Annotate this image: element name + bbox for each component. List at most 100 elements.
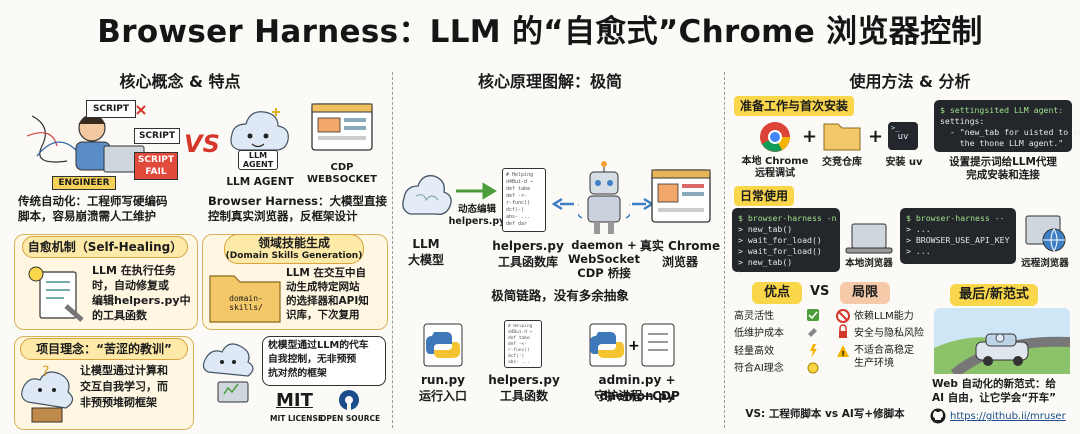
file-admin-name: admin.py + daemon.py bbox=[598, 373, 676, 403]
local-term-line-4: > wait_for_load() bbox=[738, 246, 822, 257]
settings-line-4: the thone LLM agent." bbox=[940, 138, 1064, 149]
llm-agent-tag: LLM AGENT bbox=[238, 150, 278, 170]
harness-description-text: Browser Harness：大模型直接 控制真实浏览器，反框架设计 bbox=[208, 194, 388, 223]
folder-icon bbox=[208, 268, 282, 324]
thinking-cloud-icon: ? bbox=[18, 362, 78, 426]
uv-prompt-glyph: >_ bbox=[891, 124, 900, 132]
settings-line-2: settings: bbox=[940, 116, 985, 127]
pros-title: 优点 bbox=[752, 282, 802, 304]
arrow-right-icon bbox=[454, 182, 500, 200]
pro-item-1: 高灵活性 bbox=[734, 311, 774, 322]
daemon-robot-icon bbox=[575, 160, 633, 240]
file-admin-desc: 守护进程+CDP bbox=[594, 389, 680, 403]
lesson-title: 项目理念：“苦涩的教训” bbox=[20, 338, 188, 360]
daily-use-title: 日常使用 bbox=[734, 186, 795, 206]
local-terminal: $ browser-harness -n> new_tab()> wait_fo… bbox=[732, 208, 840, 278]
minimal-chain-text: 极简链路，没有多余抽象 bbox=[491, 288, 629, 303]
mit-license-label: MIT LICENSE bbox=[270, 414, 323, 423]
local-term-line-2: > new_tab() bbox=[738, 224, 793, 235]
llm-label: LLM 大模型 bbox=[407, 237, 444, 267]
domain-skills-title-en: (Domain Skills Generation) bbox=[225, 251, 363, 261]
divider-right bbox=[724, 72, 725, 428]
plus-sign-1: + bbox=[802, 126, 818, 147]
vs-mark: VS bbox=[184, 130, 220, 158]
con-item-3: 不适合高稳定 生产环境 bbox=[854, 345, 914, 369]
helpers-small-code: # Helping d4Bui-d ← def tabe def -<- r-f… bbox=[508, 324, 533, 364]
page-title: Browser Harness：LLM 的“自愈式”Chrome 浏览器控制 bbox=[97, 14, 983, 50]
settings-line-1: $ settingsited LLM agent: bbox=[940, 105, 1064, 115]
cons-icons: ! bbox=[836, 309, 850, 361]
remote-browser-label: 远程浏览器 bbox=[1021, 258, 1069, 269]
local-browser-label: 本地浏览器 bbox=[845, 258, 893, 269]
local-chrome-label: 本地 Chrome 远程调试 bbox=[741, 156, 809, 179]
uv-terminal-icon: >_ uv bbox=[888, 122, 918, 150]
divider-left bbox=[392, 72, 393, 428]
uv-logo-text: uv bbox=[897, 132, 909, 142]
svg-text:?: ? bbox=[42, 364, 49, 380]
remote-term-line-3: > BROWSER_USE_API_KEY bbox=[906, 235, 1010, 246]
llm-brain-cloud-icon bbox=[400, 170, 452, 226]
remote-term-line-4: > ... bbox=[906, 246, 931, 257]
pros-icons bbox=[806, 308, 820, 376]
pro-item-4: 符合AI理念 bbox=[734, 363, 784, 374]
edit-helpers-label: 动态编辑 helpers.py bbox=[448, 204, 506, 227]
speech-bubble bbox=[262, 336, 386, 386]
script-paper-2: SCRIPT bbox=[134, 128, 180, 144]
helpers-file-small-icon bbox=[504, 320, 542, 368]
repo-folder-icon bbox=[822, 120, 862, 152]
chrome-logo-icon bbox=[758, 120, 792, 154]
prep-title: 准备工作与首次安装 bbox=[734, 96, 855, 116]
remote-terminal: $ browser-harness -- > ...> BROWSER_USE_A… bbox=[900, 208, 1016, 264]
helpers-file-icon bbox=[502, 168, 546, 232]
svg-text:+: + bbox=[628, 338, 640, 354]
self-healing-title: 自愈机制（Self-Healing） bbox=[22, 236, 188, 258]
col1-heading: 核心概念 & 特点 bbox=[119, 72, 241, 91]
chrome-window-icon bbox=[650, 168, 712, 226]
install-uv-label: 安装 uv bbox=[885, 157, 923, 168]
paradigm-title: 最后/新范式 bbox=[950, 284, 1038, 306]
svg-text:!: ! bbox=[842, 350, 845, 358]
script-fail-label: SCRIPT FAIL bbox=[134, 152, 178, 180]
laptop-cloud-icon bbox=[200, 338, 260, 408]
file-helpers-name: helpers.py bbox=[488, 373, 560, 387]
paradigm-text: Web 自动化的新范式：给 AI 自由，让它学会“开车” bbox=[932, 378, 1057, 404]
col2-heading: 核心原理图解：极简 bbox=[477, 72, 622, 91]
arrow-left-blue-icon bbox=[551, 196, 576, 211]
llm-agent-label: LLM AGENT bbox=[226, 176, 294, 188]
local-term-line-3: > wait_for_load() bbox=[738, 235, 822, 246]
local-term-line-6: > ... bbox=[738, 268, 763, 279]
settings-terminal: $ settingsited LLM agent:settings: - "ne… bbox=[934, 100, 1080, 152]
github-link[interactable]: https://github.ii/mruser bbox=[950, 411, 1066, 422]
llm-agent-cloud-icon bbox=[228, 104, 290, 176]
con-item-2: 安全与隐私风险 bbox=[854, 328, 924, 339]
plus-sign-2: + bbox=[868, 126, 884, 147]
helpers-code-snippet: # Helping d4Bui-d ← def tabe def -<- r-f… bbox=[506, 172, 534, 227]
browser-window-icon bbox=[310, 102, 374, 154]
wrench-document-icon bbox=[20, 262, 90, 326]
pros-cons-vs: VS bbox=[810, 284, 830, 299]
pro-item-2: 低维护成本 bbox=[734, 328, 784, 339]
file-run-name: run.py bbox=[421, 373, 465, 387]
remote-globe-icon bbox=[1024, 214, 1068, 254]
prompt-note: 设置提示词给LLM代理 完成安装和连接 bbox=[949, 156, 1057, 181]
local-term-line-5: > new_tab() bbox=[738, 257, 793, 268]
repo-label: 交竞仓库 bbox=[822, 157, 862, 168]
open-source-label: OPEN SOURCE bbox=[320, 414, 381, 423]
helpers-label: helpers.py 工具函数库 bbox=[492, 239, 564, 269]
self-healing-text: LLM 在执行任务 时，自动修复或 编辑helpers.py中 的工具函数 bbox=[92, 264, 191, 322]
laptop-icon bbox=[844, 222, 894, 256]
speech-bubble-text: 枕模型通过LLM的代车 自我控制，无非预预 抗对然的框架 bbox=[268, 340, 369, 379]
file-run-desc: 运行入口 bbox=[418, 389, 467, 403]
cons-title: 局限 bbox=[840, 282, 890, 304]
daemon-label: daemon + WebSocket CDP 桥接 bbox=[568, 238, 640, 280]
lesson-text: 让模型通过计算和 交互自我学习，而 非预预堆砌框架 bbox=[80, 364, 168, 409]
col3-heading: 使用方法 & 分析 bbox=[849, 72, 971, 91]
python-file-icon bbox=[420, 322, 466, 368]
open-source-icon bbox=[336, 388, 362, 412]
file-helpers-desc: 工具函数 bbox=[499, 389, 548, 403]
domain-skills-title-cn: 领域技能生成 bbox=[257, 236, 330, 250]
local-term-line-1: $ browser-harness -n bbox=[738, 213, 837, 223]
con-item-1: 依赖LLM能力 bbox=[854, 311, 914, 322]
github-icon bbox=[930, 408, 946, 424]
remote-term-line-1: $ browser-harness -- bbox=[906, 213, 1005, 223]
